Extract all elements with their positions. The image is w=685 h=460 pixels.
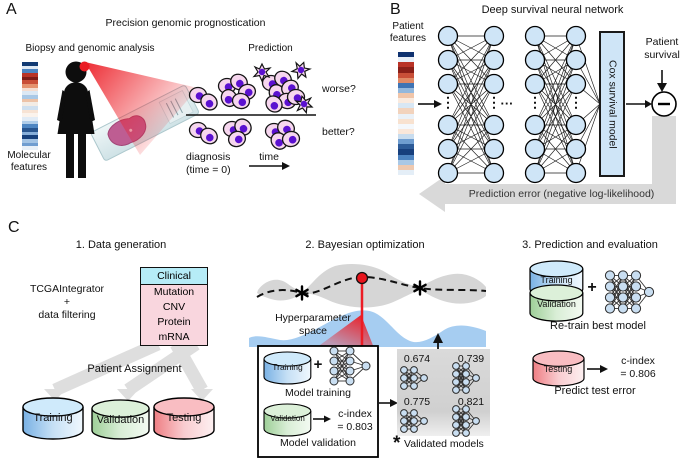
patient-features-label: Patient features [379, 21, 437, 45]
molecular-heatmap [22, 62, 38, 151]
box-plus: + [313, 356, 323, 373]
score-0674: 0.674 [403, 353, 431, 365]
cox-model-box [599, 31, 625, 177]
cindex-line2: = 0.803 [337, 420, 373, 433]
molecular-features-label: Molecular features [0, 150, 58, 174]
sample-red-beam [316, 315, 374, 348]
diagnosis-line2: (time = 0) [186, 163, 231, 176]
minus-label: − [652, 95, 676, 113]
retrain-plus: + [587, 279, 597, 296]
panel-b-label: B [390, 1, 401, 18]
retrain-validation-label: Validation [537, 299, 576, 309]
table-row: mRNA [158, 331, 190, 343]
time-arrow [249, 162, 290, 170]
biopsy-title: Biopsy and genomic analysis [25, 43, 155, 54]
tool-line2: + [63, 295, 71, 308]
cells-worse [188, 59, 315, 116]
retrain-training-label: Training [540, 275, 573, 285]
mini-network-icons [329, 270, 655, 437]
validation-cindex-arrow [313, 415, 331, 423]
diagnosis-line1: diagnosis [186, 151, 231, 163]
tool-line3: data filtering [38, 308, 96, 321]
molecular-line1: Molecular [7, 150, 51, 161]
patient-survival-line2: survival [644, 48, 680, 61]
model-validation-label: Model validation [280, 437, 356, 449]
cindex2-line1: c-index [621, 355, 655, 367]
survival-down-arrow [657, 70, 667, 92]
step3-title: 3. Prediction and evaluation [522, 239, 658, 251]
cells-better [188, 115, 302, 153]
vdots-3: ⋮ [528, 94, 542, 110]
tool-label: TCGAIntegrator + data filtering [16, 283, 118, 321]
feedback-loop-band [419, 116, 676, 212]
input-arrow [418, 100, 442, 108]
vdots-4: ⋮ [569, 94, 583, 110]
assignment-label: Patient Assignment [87, 363, 182, 375]
cindex-803-label: c-index = 0.803 [331, 408, 379, 434]
patient-features-line1: Patient [392, 21, 424, 32]
score-0821: 0.821 [457, 396, 485, 408]
panel-c-label: C [8, 219, 20, 236]
assignment-arrows [44, 338, 213, 401]
panel-a-label: A [6, 1, 17, 18]
training-cylinder-label: Training [33, 412, 73, 424]
cox-output-arrow [626, 100, 652, 108]
tumor-dot [79, 61, 90, 72]
step1-title: 1. Data generation [75, 239, 167, 251]
validated-models-label: Validated models [404, 438, 484, 450]
red-beam [85, 62, 198, 155]
patient-survival-line1: Patient [645, 36, 679, 48]
hyperparameter-label: Hyperparameter space [262, 312, 364, 338]
hdots: ··· [500, 96, 514, 111]
box-validation-label: Validation [270, 414, 305, 423]
cindex-line1: c-index [338, 408, 372, 420]
vdots-1: ⋮ [441, 94, 455, 110]
validated-asterisk-marks [295, 280, 427, 301]
tool-line1: TCGAIntegrator [29, 283, 105, 295]
cindex-806-label: c-index = 0.806 [612, 355, 664, 381]
worse-label: worse? [322, 83, 356, 95]
prediction-error-label: Prediction error (negative log-likelihoo… [468, 188, 655, 200]
better-label: better? [322, 126, 355, 138]
table-header: Clinical [141, 268, 207, 285]
panel-b-title: Deep survival neural network [481, 4, 624, 16]
molecular-line2: features [10, 162, 48, 174]
data-table: Clinical Mutation CNV Protein mRNA [140, 267, 208, 346]
table-row: Mutation [153, 286, 195, 298]
testing-cylinder-label: Testing [166, 412, 202, 424]
hyper-line1: Hyperparameter [275, 312, 351, 324]
cindex2-line2: = 0.806 [620, 367, 656, 380]
testing-cindex-arrow [587, 365, 608, 373]
predict-test-label: Predict test error [554, 385, 636, 397]
test-testing-label: Testing [543, 364, 573, 374]
validated-star: * [393, 433, 401, 454]
hyperparameter-blue-area [249, 310, 486, 347]
retrain-label: Re-train best model [550, 320, 646, 332]
patient-survival-label: Patient survival [634, 36, 685, 62]
validation-cylinder-label: Validation [96, 414, 145, 426]
box-to-grid-arrow [379, 399, 398, 407]
step2-title: 2. Bayesian optimization [305, 239, 425, 251]
panel-a-title: Precision genomic prognostication [105, 17, 266, 29]
diagnosis-label: diagnosis (time = 0) [186, 151, 231, 177]
patient-features-heatmap [398, 52, 414, 175]
score-0739: 0.739 [457, 353, 485, 365]
cox-model-label: Cox survival model [606, 59, 619, 149]
sample-red-dot [355, 271, 369, 285]
table-row: Protein [157, 316, 191, 328]
hyper-line2: space [298, 324, 328, 337]
vdots-2: ⋮ [487, 94, 501, 110]
box-training-label: Training [272, 362, 303, 372]
time-label: time [259, 151, 279, 163]
nn-nodes [437, 25, 587, 184]
patient-silhouette [57, 61, 95, 178]
prediction-title: Prediction [248, 43, 293, 54]
gp-uncertainty-band [257, 264, 486, 308]
model-training-label: Model training [285, 387, 351, 399]
patient-features-line2: features [389, 33, 427, 45]
table-row: CNV [162, 301, 186, 313]
score-0775: 0.775 [403, 396, 431, 408]
